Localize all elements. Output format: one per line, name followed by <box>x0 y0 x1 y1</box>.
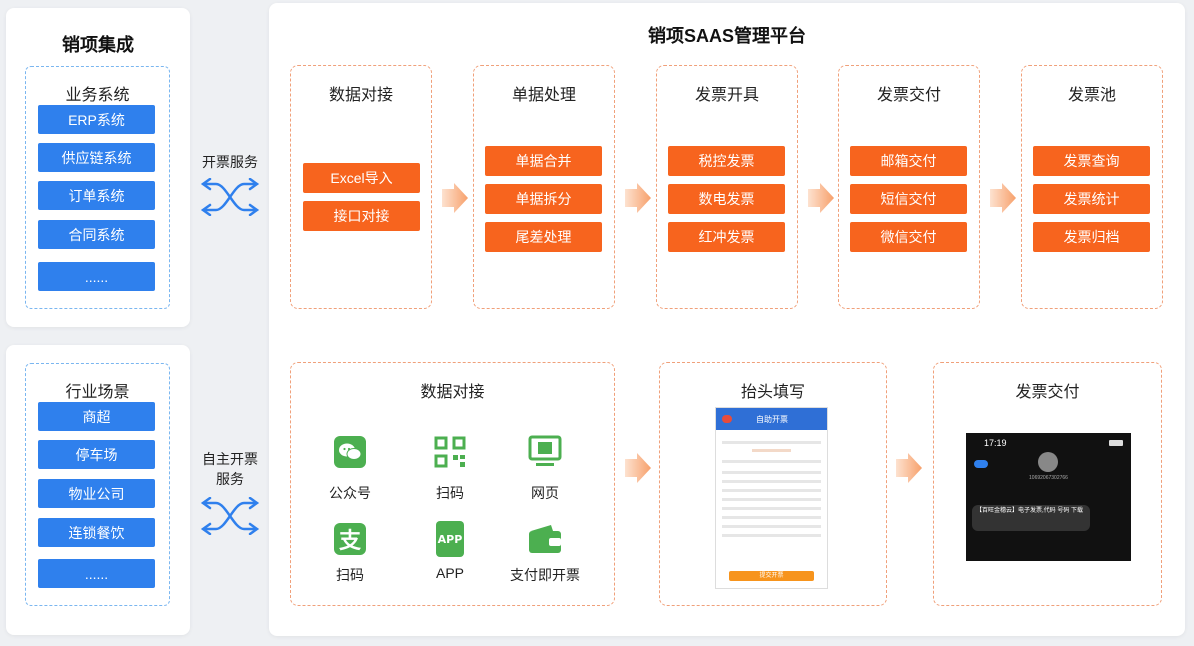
integration-card: 销项集成 业务系统 ERP系统 供应链系统 订单系统 合同系统 ...... <box>6 8 190 327</box>
industry-scenes-panel: 行业场景 商超 停车场 物业公司 连锁餐饮 ...... <box>25 363 170 606</box>
industry-item-property[interactable]: 物业公司 <box>38 479 155 508</box>
column-invoice-delivery: 发票交付 邮箱交付 短信交付 微信交付 <box>838 65 980 309</box>
header-fill-panel: 抬头填写 自助开票 提交开票 <box>659 362 887 606</box>
logo-icon <box>722 415 732 423</box>
exchange-icon <box>200 178 260 216</box>
battery-icon <box>1109 440 1123 446</box>
business-item-more[interactable]: ...... <box>38 262 155 291</box>
header-fill-title: 抬头填写 <box>740 384 805 401</box>
column-title: 数据对接 <box>328 87 393 104</box>
form-banner-text: 自助开票 <box>756 414 788 424</box>
sms-bubble: 【百旺金穗云】电子发票,代码 号码 下载 <box>972 505 1090 531</box>
icon-label: 扫码 <box>336 567 364 583</box>
column-title: 发票池 <box>1067 87 1116 104</box>
column-invoice-pool: 发票池 发票查询 发票统计 发票归档 <box>1021 65 1163 309</box>
webpage-icon <box>528 434 562 466</box>
merge-doc-button[interactable]: 单据合并 <box>485 146 602 176</box>
wechat-delivery-button[interactable]: 微信交付 <box>850 222 967 252</box>
business-systems-title: 业务系统 <box>65 87 130 104</box>
saas-platform-card: 销项SAAS管理平台 数据对接 Excel导入 接口对接 单据处理 单据合并 单… <box>269 3 1185 636</box>
back-icon <box>974 460 988 468</box>
industry-item-supermarket[interactable]: 商超 <box>38 402 155 431</box>
flow-arrow-icon <box>625 453 651 483</box>
bottom-connect-title: 数据对接 <box>420 384 485 401</box>
industry-item-more[interactable]: ...... <box>38 559 155 588</box>
form-banner: 自助开票 <box>716 408 827 430</box>
integration-title: 销项集成 <box>62 35 134 55</box>
sms-delivery-button[interactable]: 短信交付 <box>850 184 967 214</box>
flow-arrow-icon <box>442 183 468 213</box>
form-submit-button[interactable]: 提交开票 <box>729 571 814 581</box>
invoice-archive-button[interactable]: 发票归档 <box>1033 222 1150 252</box>
industry-item-parking[interactable]: 停车场 <box>38 440 155 469</box>
svg-text:支: 支 <box>339 529 362 554</box>
icon-label: 支付即开票 <box>510 567 580 583</box>
flow-arrow-icon <box>990 183 1016 213</box>
flow-arrow-icon <box>625 183 651 213</box>
column-title: 发票开具 <box>694 87 759 104</box>
red-invoice-button[interactable]: 红冲发票 <box>668 222 785 252</box>
invoice-query-button[interactable]: 发票查询 <box>1033 146 1150 176</box>
business-item-supply-chain[interactable]: 供应链系统 <box>38 143 155 172</box>
email-delivery-button[interactable]: 邮箱交付 <box>850 146 967 176</box>
invoice-form-screenshot: 自助开票 提交开票 <box>715 407 828 589</box>
business-systems-panel: 业务系统 ERP系统 供应链系统 订单系统 合同系统 ...... <box>25 66 170 309</box>
icon-label: 扫码 <box>436 485 464 501</box>
form-lines <box>716 430 827 549</box>
column-invoice-issue: 发票开具 税控发票 数电发票 红冲发票 <box>656 65 798 309</box>
api-connect-button[interactable]: 接口对接 <box>303 201 420 231</box>
industry-card: 行业场景 商超 停车场 物业公司 连锁餐饮 ...... <box>6 345 190 635</box>
business-item-erp[interactable]: ERP系统 <box>38 105 155 134</box>
svg-text:APP: APP <box>438 533 463 546</box>
sms-text: 【百旺金穗云】电子发票,代码 号码 下载 <box>976 508 1084 514</box>
self-service-label-2: 服务 <box>216 471 244 487</box>
bottom-data-connect-panel: 数据对接 公众号 扫码 网页 支 扫码 APP APP 支付即开票 <box>290 362 615 606</box>
bottom-delivery-title: 发票交付 <box>1015 384 1080 401</box>
app-icon: APP <box>434 520 466 558</box>
self-service-label-1: 自主开票 <box>202 451 258 467</box>
rounding-diff-button[interactable]: 尾差处理 <box>485 222 602 252</box>
invoicing-service-label: 开票服务 <box>202 154 258 170</box>
column-document-processing: 单据处理 单据合并 单据拆分 尾差处理 <box>473 65 615 309</box>
icon-label: APP <box>435 565 464 581</box>
wallet-icon <box>527 523 563 555</box>
flow-arrow-icon <box>896 453 922 483</box>
industry-scenes-title: 行业场景 <box>65 384 130 401</box>
tax-invoice-button[interactable]: 税控发票 <box>668 146 785 176</box>
alipay-icon: 支 <box>334 523 366 555</box>
wechat-icon <box>334 436 366 468</box>
excel-import-button[interactable]: Excel导入 <box>303 163 420 193</box>
flow-arrow-icon <box>808 183 834 213</box>
business-item-contract[interactable]: 合同系统 <box>38 220 155 249</box>
sender-number: 10692067302766 <box>1029 475 1068 481</box>
platform-title: 销项SAAS管理平台 <box>647 26 806 46</box>
icon-label: 网页 <box>531 485 559 501</box>
icon-label: 公众号 <box>329 485 371 501</box>
phone-sms-screenshot: 17:19 10692067302766 【百旺金穗云】电子发票,代码 号码 下… <box>966 433 1131 561</box>
bottom-delivery-panel: 发票交付 17:19 10692067302766 【百旺金穗云】电子发票,代码… <box>933 362 1162 606</box>
avatar <box>1038 452 1058 472</box>
business-item-order[interactable]: 订单系统 <box>38 181 155 210</box>
industry-item-restaurant[interactable]: 连锁餐饮 <box>38 518 155 547</box>
column-data-connect: 数据对接 Excel导入 接口对接 <box>290 65 432 309</box>
phone-time: 17:19 <box>984 438 1007 448</box>
split-doc-button[interactable]: 单据拆分 <box>485 184 602 214</box>
qrcode-icon <box>434 436 466 468</box>
digital-invoice-button[interactable]: 数电发票 <box>668 184 785 214</box>
column-title: 发票交付 <box>876 87 941 104</box>
exchange-icon-2 <box>200 497 260 535</box>
invoice-stats-button[interactable]: 发票统计 <box>1033 184 1150 214</box>
column-title: 单据处理 <box>511 87 576 104</box>
